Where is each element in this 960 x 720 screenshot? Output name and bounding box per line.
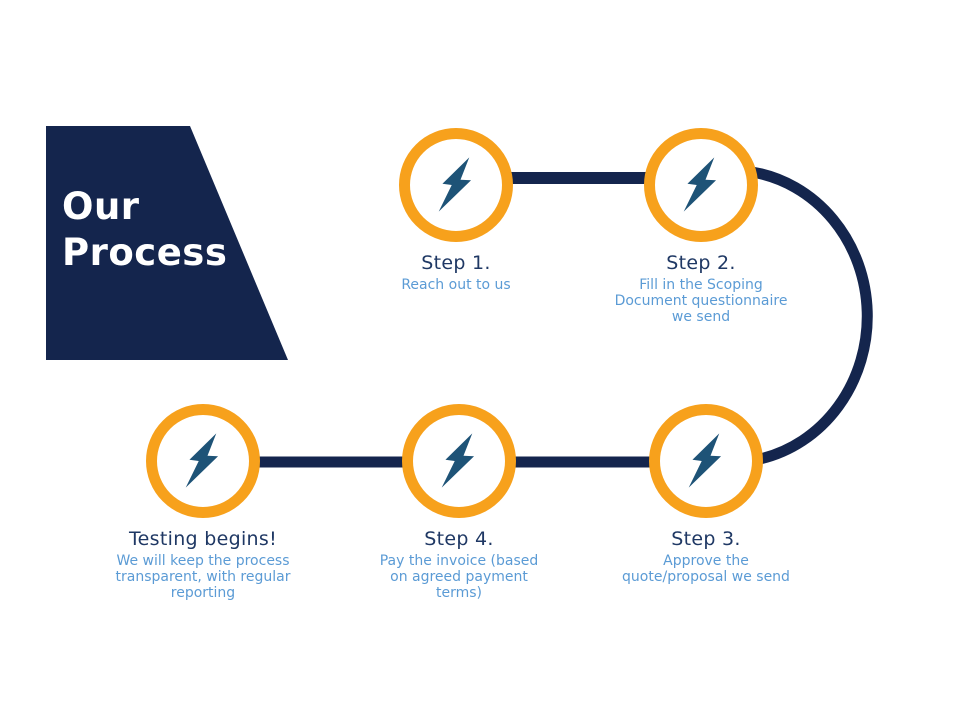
- step-description: Pay the invoice (based on agreed payment…: [379, 553, 539, 601]
- step-circle-4: [402, 404, 516, 518]
- step-label: Step 1.: [421, 252, 491, 274]
- step-node-4: Step 4. Pay the invoice (based on agreed…: [349, 404, 569, 601]
- step-node-testing: Testing begins! We will keep the process…: [93, 404, 313, 601]
- lightning-bolt-icon: [438, 157, 472, 212]
- step-label: Step 2.: [666, 252, 736, 274]
- step-description: We will keep the process transparent, wi…: [115, 553, 291, 601]
- step-circle-2: [644, 128, 758, 242]
- lightning-bolt-icon: [185, 433, 219, 488]
- lightning-bolt-icon: [441, 433, 475, 488]
- step-description: Reach out to us: [401, 277, 511, 293]
- page-title: Our Process: [62, 185, 228, 274]
- step-node-1: Step 1. Reach out to us: [346, 128, 566, 293]
- step-circle-1: [399, 128, 513, 242]
- step-description: Approve the quote/proposal we send: [622, 553, 790, 585]
- return-arc-step2-step3: [751, 166, 873, 465]
- step-node-2: Step 2. Fill in the Scoping Document que…: [591, 128, 811, 325]
- step-circle-3: [649, 404, 763, 518]
- step-circle-testing: [146, 404, 260, 518]
- lightning-bolt-icon: [688, 433, 722, 488]
- step-description: Fill in the Scoping Document questionnai…: [614, 277, 788, 325]
- step-label: Testing begins!: [129, 528, 277, 550]
- step-label: Step 4.: [424, 528, 494, 550]
- step-label: Step 3.: [671, 528, 741, 550]
- lightning-bolt-icon: [683, 157, 717, 212]
- step-node-3: Step 3. Approve the quote/proposal we se…: [596, 404, 816, 585]
